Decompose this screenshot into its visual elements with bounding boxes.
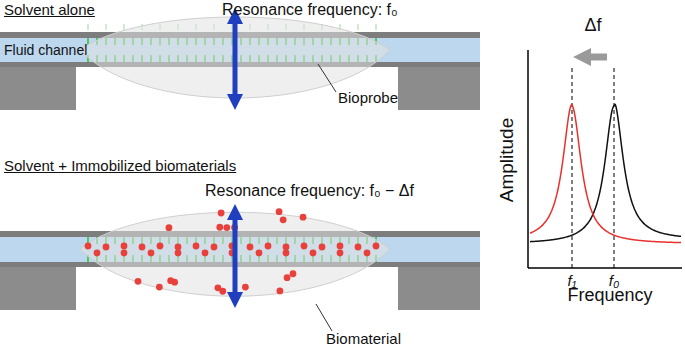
bioprobe [106,24,107,30]
vibration-arrow [233,16,238,102]
support [398,266,480,310]
biomaterial [247,244,254,251]
biomaterial [148,250,155,257]
biomaterial [310,250,317,257]
biomaterial [175,250,182,257]
resonance-curve [530,104,681,242]
x-axis [528,267,682,269]
biomaterial [283,250,290,257]
biomaterial [211,244,218,251]
guide-line [572,68,573,268]
biomaterial [337,250,344,257]
biomaterial [276,288,283,295]
vibration-arrow [233,212,238,300]
biomaterial [242,284,249,291]
guide-line [614,68,615,268]
panel-heading: Solvent alone [4,2,95,19]
biomaterial [265,243,272,250]
biomaterial [219,288,226,295]
biomaterial [157,243,164,250]
support [0,66,76,110]
frequency-label: Resonance frequency: f₀ − Δf [205,182,414,200]
channel-band: Fluid channel [0,38,480,62]
axis-title: Amplitude [497,118,518,203]
biomaterial [290,270,297,277]
bioprobe [88,24,89,30]
bioprobe [124,24,125,30]
biomaterial [193,243,200,250]
biomaterial [218,210,225,217]
biomaterial [121,250,128,257]
biomaterial [85,243,92,250]
biomaterial [300,214,307,221]
tick-label: f₁ [568,273,577,290]
biomaterial [166,224,173,231]
biomaterial [276,208,283,215]
biomaterial [216,224,223,231]
axis-title: Frequency [567,286,652,306]
panel-heading: Solvent + Immobilized biomaterials [4,158,236,175]
bioprobe [376,24,377,30]
biomaterial [283,244,290,251]
biomaterial [355,244,362,251]
shift-label: Δf [584,16,601,36]
shifted-curve [530,105,681,243]
support [0,266,76,310]
biomaterial [223,224,230,231]
biomaterial [256,250,263,257]
spectrum-chart [528,50,682,268]
biomaterial [337,243,344,250]
biomaterial [175,244,182,251]
biomaterial [284,274,291,281]
bioprobe [358,24,359,30]
biomaterial [156,284,163,291]
shift-arrow [584,54,607,61]
biomaterial [319,244,326,251]
tick-label: f₀ [609,273,620,290]
part-label: Biomaterial [326,331,401,348]
biomaterial [364,250,371,257]
y-axis [527,50,529,268]
leader-line [318,64,336,92]
biomaterial [280,216,287,223]
biomaterial [94,250,101,257]
part-label: Bioprobe [338,90,398,107]
biomaterial [167,277,174,284]
support [398,66,480,110]
biomaterial [139,244,146,251]
biomaterial [373,243,380,250]
biomaterial-dots [85,208,380,294]
biomaterial [202,250,209,257]
biomaterial [121,243,128,250]
biomaterial [135,278,142,285]
channel-label: Fluid channel [4,42,87,58]
biomaterial [103,244,110,251]
biomaterial [301,243,308,250]
resonator-top [0,16,480,110]
frequency-label: Resonance frequency: f₀ [222,1,398,19]
leader-line [316,304,332,331]
resonator-bottom [0,208,480,331]
